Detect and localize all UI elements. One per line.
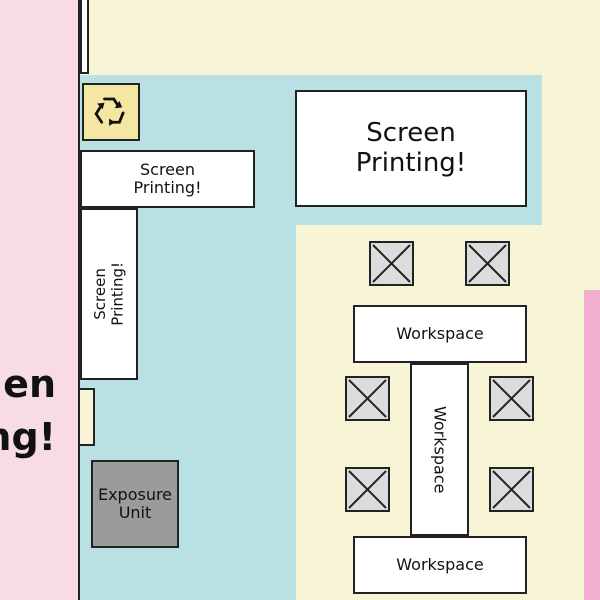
workspace-middle[interactable]: Workspace [410,363,469,536]
station-horizontal-line2: Printing! [133,178,202,197]
partial-label-line1: en [3,362,56,406]
exposure-unit-line2: Unit [118,503,152,522]
stool-top-right[interactable] [465,241,510,286]
x-box-icon [468,244,507,283]
recycle-bin[interactable] [82,83,140,141]
pink-zone-border [78,0,80,600]
stool-top-left[interactable] [369,241,414,286]
x-box-icon [348,379,387,418]
stool-middle-left[interactable] [345,376,390,421]
partial-label-line2: ng! [0,415,56,460]
large-area-line2: Printing! [355,147,467,178]
pink-zone-left [0,0,80,600]
partial-screen-printing-label: en ng! [0,358,56,464]
wall-stub-middle [80,388,95,446]
station-vertical-line1: Screen [90,268,109,320]
workspace-top-label: Workspace [396,323,484,343]
recycle-icon [94,97,125,126]
stool-bottom-left[interactable] [345,467,390,512]
stool-bottom-right[interactable] [489,467,534,512]
x-box-icon [372,244,411,283]
workspace-bottom-label: Workspace [396,554,484,574]
magenta-zone-right [584,290,600,600]
workspace-bottom[interactable]: Workspace [353,536,527,594]
x-box-icon [492,470,531,509]
stool-middle-right[interactable] [489,376,534,421]
screen-printing-area-large[interactable]: Screen Printing! [295,90,527,207]
station-horizontal-line1: Screen [139,159,195,179]
screen-printing-station-horizontal[interactable]: Screen Printing! [80,150,255,208]
station-vertical-line2: Printing! [108,262,126,326]
exposure-unit[interactable]: Exposure Unit [91,460,179,548]
wall-stub-top [80,0,89,74]
exposure-unit-line1: Exposure [97,484,173,504]
workspace-top[interactable]: Workspace [353,305,527,363]
screen-printing-station-vertical[interactable]: Screen Printing! [80,208,138,380]
large-area-line1: Screen [366,117,456,148]
workspace-middle-label: Workspace [430,405,450,494]
x-box-icon [492,379,531,418]
x-box-icon [348,470,387,509]
station-vertical-text: Screen Printing! [90,262,127,326]
